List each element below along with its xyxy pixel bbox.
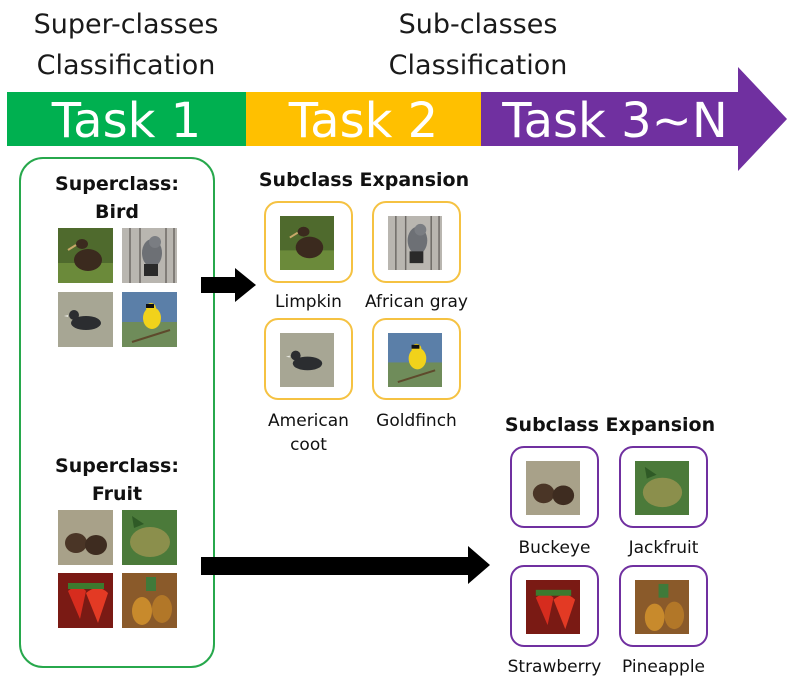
goldfinch-label: Goldfinch bbox=[376, 411, 457, 431]
superclass-fruit-title: Superclass: Fruit bbox=[19, 452, 215, 508]
goldfinch-card bbox=[372, 318, 461, 400]
task2-header: Sub-classes Classification bbox=[352, 4, 604, 86]
goldfinch-image bbox=[122, 292, 177, 347]
fruit-expansion-title: Subclass Expansion bbox=[504, 414, 716, 436]
strawberry-image bbox=[58, 573, 113, 628]
limpkin-label: Limpkin bbox=[275, 292, 342, 312]
limpkin-card-image bbox=[280, 216, 334, 270]
strawberry-label: Strawberry bbox=[507, 657, 602, 677]
african-gray-card bbox=[372, 201, 461, 283]
task1-header-line1: Super-classes bbox=[33, 9, 219, 40]
american-coot-label-line1: American bbox=[268, 411, 349, 431]
bird-expansion-title: Subclass Expansion bbox=[258, 169, 470, 191]
american-coot-image bbox=[58, 292, 113, 347]
american-coot-card-image bbox=[280, 333, 334, 387]
superclass-panel bbox=[19, 157, 215, 668]
superclass-bird-line1: Superclass: bbox=[55, 173, 179, 195]
task1-header-line2: Classification bbox=[36, 50, 216, 81]
jackfruit-card-image bbox=[635, 461, 689, 515]
buckeye-card bbox=[510, 446, 599, 528]
task2-header-line1: Sub-classes bbox=[398, 9, 558, 40]
superclass-bird-line2: Bird bbox=[95, 201, 139, 223]
bird-expansion-arrow bbox=[201, 268, 256, 302]
african-gray-image bbox=[122, 228, 177, 283]
jackfruit-label: Jackfruit bbox=[628, 538, 699, 558]
task1-segment bbox=[7, 92, 246, 146]
american-coot-card bbox=[264, 318, 353, 400]
task2-segment bbox=[246, 92, 481, 146]
task3-label: Task 3~N bbox=[502, 93, 728, 149]
superclass-fruit-line1: Superclass: bbox=[55, 455, 179, 477]
strawberry-card-image bbox=[526, 580, 580, 634]
task2-header-line2: Classification bbox=[388, 50, 568, 81]
buckeye-label: Buckeye bbox=[518, 538, 591, 558]
pineapple-card bbox=[619, 565, 708, 647]
jackfruit-image bbox=[122, 510, 177, 565]
goldfinch-card-image bbox=[388, 333, 442, 387]
task1-header: Super-classes Classification bbox=[0, 4, 252, 86]
strawberry-card bbox=[510, 565, 599, 647]
limpkin-image bbox=[58, 228, 113, 283]
pineapple-image bbox=[122, 573, 177, 628]
task3-segment bbox=[481, 67, 787, 171]
superclass-bird-title: Superclass: Bird bbox=[19, 170, 215, 226]
african-gray-label: African gray bbox=[365, 292, 468, 312]
american-coot-label: American coot bbox=[244, 409, 373, 457]
buckeye-image bbox=[58, 510, 113, 565]
superclass-fruit-line2: Fruit bbox=[91, 483, 143, 505]
fruit-expansion-arrow bbox=[201, 546, 490, 584]
african-gray-card-image bbox=[388, 216, 442, 270]
limpkin-card bbox=[264, 201, 353, 283]
task1-label: Task 1 bbox=[51, 93, 202, 149]
american-coot-label-line2: coot bbox=[290, 435, 327, 455]
jackfruit-card bbox=[619, 446, 708, 528]
buckeye-card-image bbox=[526, 461, 580, 515]
pineapple-label: Pineapple bbox=[621, 657, 706, 677]
task2-label: Task 2 bbox=[288, 93, 439, 149]
pineapple-card-image bbox=[635, 580, 689, 634]
